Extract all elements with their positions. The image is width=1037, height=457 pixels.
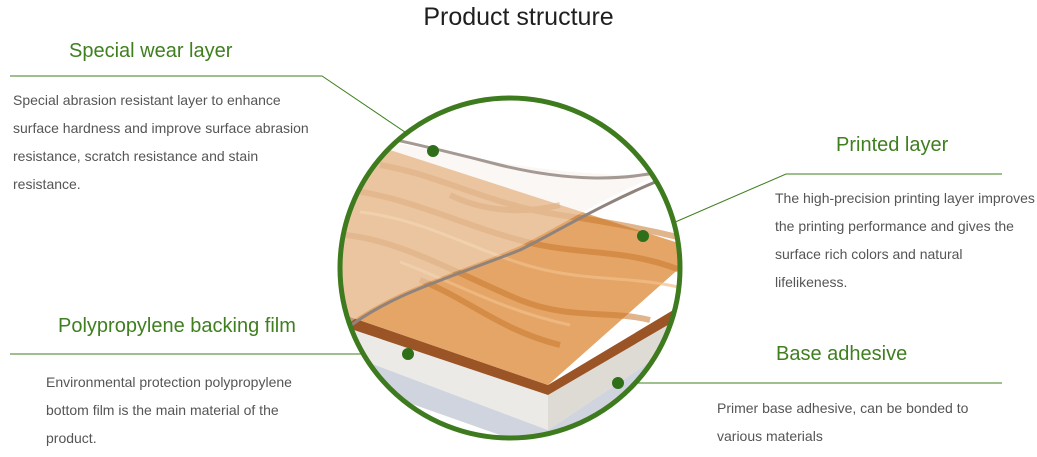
magnifier-circle (337, 95, 683, 441)
base-adhesive-description: Primer base adhesive, can be bonded to v… (717, 400, 969, 444)
flooring-cross-section (340, 98, 680, 438)
printed-layer-description: The high-precision printing layer improv… (775, 190, 1035, 290)
base-adhesive-title: Base adhesive (776, 343, 908, 365)
leader-lines (10, 75, 1002, 384)
leader-line-wear (10, 75, 434, 152)
backing-film-layer (340, 335, 680, 438)
marker-dot-adhesive (612, 377, 624, 389)
backing-film-title: Polypropylene backing film (58, 315, 296, 337)
wear-layer-title: Special wear layer (69, 40, 233, 62)
printed-layer-title: Printed layer (836, 134, 949, 156)
backing-film-description: Environmental protection polypropylene b… (46, 374, 292, 446)
page-title: Product structure (423, 3, 614, 31)
marker-dot-printed (637, 230, 649, 242)
wear-layer (340, 130, 660, 330)
marker-dot-backing (402, 348, 414, 360)
leader-line-printed (642, 173, 1002, 237)
wear-layer-description: Special abrasion resistant layer to enha… (13, 92, 309, 192)
marker-dot-wear (427, 145, 439, 157)
